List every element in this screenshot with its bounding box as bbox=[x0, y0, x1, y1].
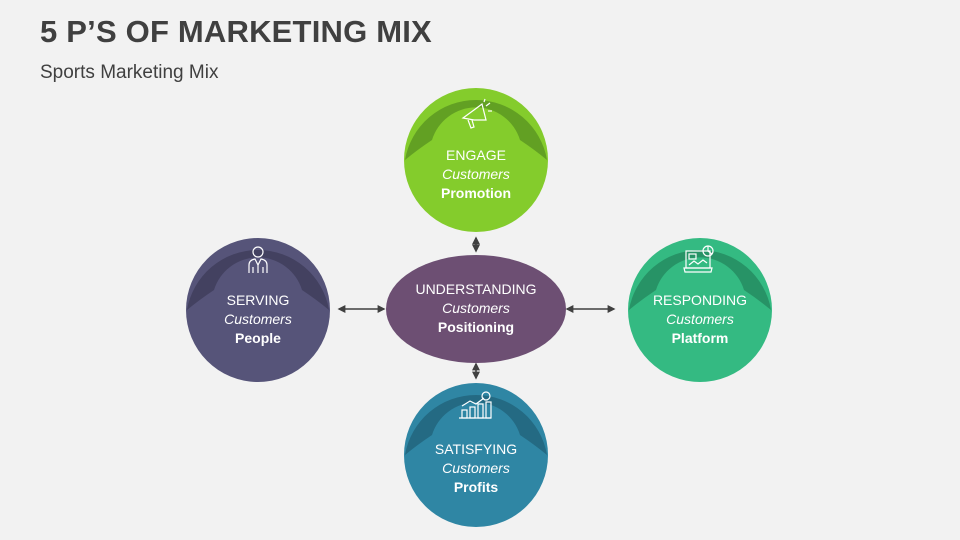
node-bottom-subtitle: Customers bbox=[442, 460, 510, 476]
node-top-subtitle: Customers bbox=[442, 166, 510, 182]
page-subtitle: Sports Marketing Mix bbox=[40, 62, 219, 83]
laptop-analytics-icon bbox=[683, 245, 714, 273]
node-left-label: SERVING Customers People bbox=[178, 291, 338, 348]
node-bottom-label: SATISFYING Customers Profits bbox=[396, 440, 556, 497]
node-bottom-p: Profits bbox=[453, 479, 499, 495]
node-right-shape bbox=[628, 238, 772, 382]
businessman-icon bbox=[248, 246, 268, 273]
connector-arrows bbox=[337, 236, 616, 380]
node-right-p: Platform bbox=[671, 330, 729, 346]
center-title: UNDERSTANDING bbox=[415, 281, 537, 297]
node-bottom-shape bbox=[404, 383, 548, 527]
node-right-subtitle: Customers bbox=[666, 311, 734, 327]
node-right-title: RESPONDING bbox=[652, 292, 748, 308]
megaphone-icon bbox=[461, 98, 492, 129]
node-right-label: RESPONDING Customers Platform bbox=[620, 291, 780, 348]
page-title: 5 P’S OF MARKETING MIX bbox=[40, 14, 432, 49]
node-left-subtitle: Customers bbox=[224, 311, 292, 327]
node-top-label: ENGAGE Customers Promotion bbox=[396, 146, 556, 203]
center-ellipse bbox=[386, 255, 566, 363]
node-top-title: ENGAGE bbox=[446, 147, 506, 163]
node-top-shape bbox=[404, 88, 548, 232]
node-top-p: Promotion bbox=[441, 185, 511, 201]
node-left-p: People bbox=[235, 330, 281, 346]
node-left-title: SERVING bbox=[226, 292, 290, 308]
center-p: Positioning bbox=[437, 319, 515, 335]
center-label: UNDERSTANDING Customers Positioning bbox=[396, 280, 556, 337]
growth-chart-icon bbox=[459, 391, 492, 419]
node-left-shape bbox=[186, 238, 330, 382]
center-subtitle: Customers bbox=[442, 300, 510, 316]
node-bottom-title: SATISFYING bbox=[434, 441, 518, 457]
